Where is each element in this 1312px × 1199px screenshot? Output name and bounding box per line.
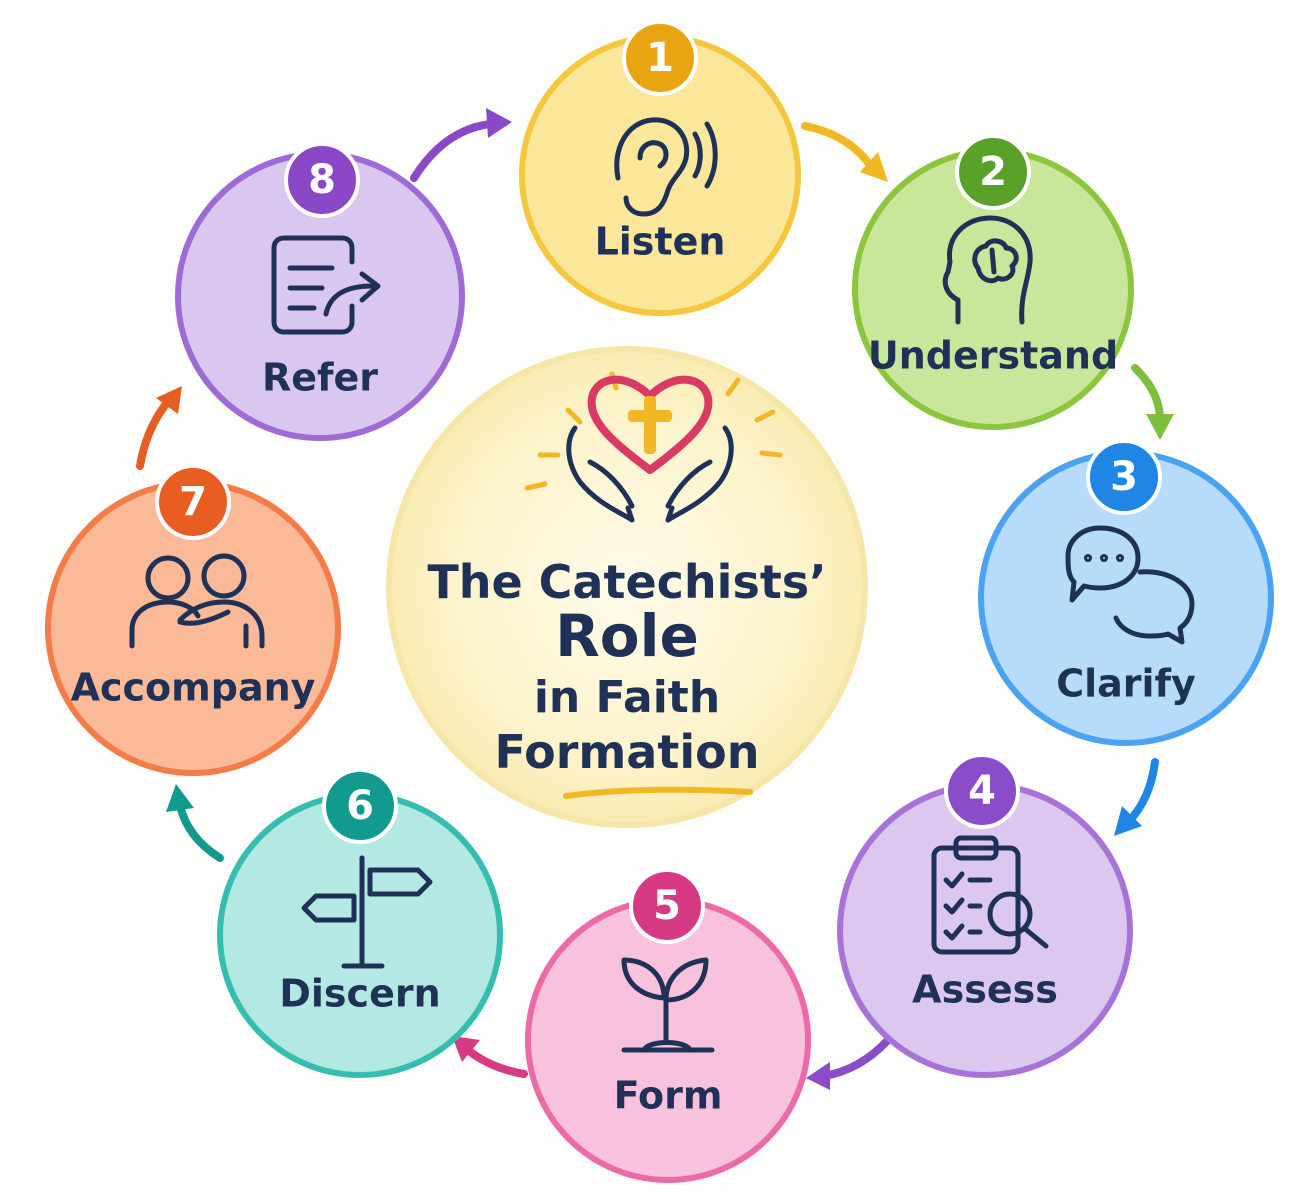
step-number: 1 bbox=[646, 35, 674, 81]
arrow-8-to-1 bbox=[410, 108, 512, 182]
arrow-1-to-2 bbox=[801, 122, 888, 182]
step-label: Accompany bbox=[71, 666, 316, 710]
document-arrow-icon bbox=[271, 235, 381, 335]
step-clarify: Clarify 3 bbox=[978, 439, 1274, 746]
center-title-line2: Role bbox=[555, 602, 699, 670]
center-hub: The Catechists’ Role in Faith Formation bbox=[386, 346, 868, 828]
step-refer: Refer 8 bbox=[175, 142, 465, 441]
arrow-5-to-6 bbox=[452, 1036, 528, 1078]
clipboard-magnifier-icon bbox=[931, 835, 1049, 955]
step-form: Form 5 bbox=[525, 868, 811, 1183]
head-brain-icon bbox=[942, 215, 1033, 325]
step-number-badge bbox=[1086, 439, 1162, 515]
center-title-line1: The Catechists’ bbox=[427, 555, 826, 609]
step-number: 3 bbox=[1110, 454, 1138, 500]
arrow-6-to-7 bbox=[166, 784, 224, 862]
step-number: 8 bbox=[308, 157, 336, 203]
step-listen: Listen 1 bbox=[519, 20, 801, 316]
left-hand bbox=[566, 425, 635, 523]
sun-rays bbox=[524, 371, 783, 491]
signpost-icon bbox=[301, 855, 433, 969]
step-label: Listen bbox=[595, 220, 726, 264]
step-number: 4 bbox=[968, 768, 996, 814]
step-label: Refer bbox=[262, 356, 378, 400]
cycle-arrows bbox=[136, 108, 1174, 1090]
step-label: Discern bbox=[279, 972, 440, 1016]
step-number: 7 bbox=[179, 479, 207, 525]
two-people-icon bbox=[129, 553, 265, 649]
arrow-4-to-5 bbox=[806, 1036, 892, 1090]
step-number-badge bbox=[155, 464, 231, 540]
step-number: 5 bbox=[653, 883, 681, 929]
step-number-badge bbox=[955, 134, 1031, 210]
step-assess: Assess 4 bbox=[837, 753, 1133, 1078]
center-title-line3: in Faith bbox=[534, 672, 720, 723]
title-underline bbox=[563, 786, 753, 799]
step-number: 6 bbox=[346, 783, 374, 829]
step-label: Form bbox=[614, 1074, 723, 1118]
step-number-badge bbox=[622, 20, 698, 96]
step-number: 2 bbox=[979, 149, 1007, 195]
center-title-line4: Formation bbox=[495, 725, 760, 779]
step-number-badge bbox=[944, 753, 1020, 829]
center-circle bbox=[386, 346, 868, 828]
step-label: Assess bbox=[912, 968, 1058, 1012]
step-accompany: Accompany 7 bbox=[45, 464, 341, 776]
speech-bubbles-icon bbox=[1065, 525, 1195, 645]
step-understand: Understand 2 bbox=[852, 134, 1134, 430]
step-discern: Discern 6 bbox=[217, 768, 503, 1078]
step-number-badge bbox=[322, 768, 398, 844]
arrow-3-to-4 bbox=[1114, 758, 1159, 836]
right-hand bbox=[665, 425, 734, 523]
cross-shape bbox=[628, 396, 672, 454]
ear-icon bbox=[614, 117, 718, 217]
hands-heart-cross-icon bbox=[524, 371, 783, 523]
step-number-badge bbox=[284, 142, 360, 218]
arrow-7-to-8 bbox=[136, 386, 182, 470]
sprout-icon bbox=[621, 957, 715, 1053]
step-label: Clarify bbox=[1056, 662, 1196, 706]
arrow-2-to-3 bbox=[1131, 364, 1174, 440]
step-label: Understand bbox=[868, 334, 1118, 378]
step-number-badge bbox=[629, 868, 705, 944]
